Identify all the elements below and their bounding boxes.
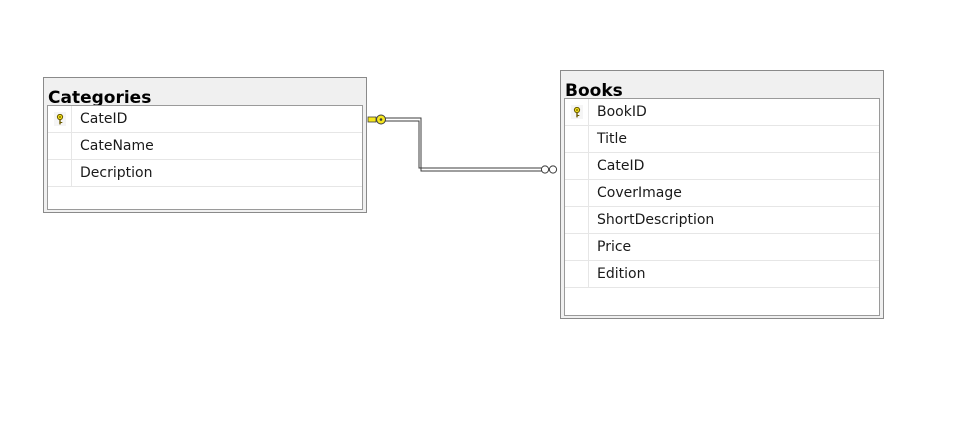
- table-title[interactable]: Books: [565, 81, 623, 98]
- relationship-line[interactable]: [378, 117, 548, 172]
- row-selector[interactable]: [565, 153, 589, 179]
- column-row[interactable]: CoverImage: [565, 180, 879, 207]
- column-name: Decription: [80, 165, 153, 181]
- row-selector[interactable]: [48, 106, 72, 132]
- column-name: Title: [597, 131, 628, 147]
- primary-key-icon: [570, 105, 583, 119]
- relationship-line[interactable]: [378, 120, 548, 169]
- column-name: Edition: [597, 266, 646, 282]
- column-row[interactable]: Decription: [48, 160, 362, 187]
- row-selector[interactable]: [565, 234, 589, 260]
- column-name: CateID: [597, 158, 645, 174]
- table-title[interactable]: Categories: [48, 88, 152, 105]
- primary-key-icon: [53, 112, 66, 126]
- column-row[interactable]: BookID: [565, 99, 879, 126]
- table-books[interactable]: Books BookID Title CateID: [560, 70, 884, 319]
- column-name: Price: [597, 239, 632, 255]
- row-selector[interactable]: [565, 99, 589, 125]
- column-name: CateName: [80, 138, 154, 154]
- column-list: CateID CateName Decription: [47, 105, 363, 210]
- column-row[interactable]: CateID: [48, 106, 362, 133]
- column-row[interactable]: Title: [565, 126, 879, 153]
- row-selector[interactable]: [48, 133, 72, 159]
- table-categories[interactable]: Categories CateID CateName Decript: [43, 77, 367, 213]
- column-name: ShortDescription: [597, 212, 715, 228]
- column-list: BookID Title CateID CoverImage ShortDesc…: [564, 98, 880, 316]
- column-row[interactable]: CateID: [565, 153, 879, 180]
- column-row[interactable]: CateName: [48, 133, 362, 160]
- column-name: CateID: [80, 111, 128, 127]
- row-selector[interactable]: [565, 180, 589, 206]
- column-row[interactable]: Price: [565, 234, 879, 261]
- column-name: CoverImage: [597, 185, 682, 201]
- relationship-infinity-icon: [540, 165, 558, 174]
- row-selector[interactable]: [48, 160, 72, 186]
- row-selector[interactable]: [565, 126, 589, 152]
- column-row[interactable]: ShortDescription: [565, 207, 879, 234]
- column-row[interactable]: Edition: [565, 261, 879, 288]
- row-selector[interactable]: [565, 207, 589, 233]
- row-selector[interactable]: [565, 261, 589, 287]
- column-name: BookID: [597, 104, 647, 120]
- relationship-key-icon: [367, 114, 386, 125]
